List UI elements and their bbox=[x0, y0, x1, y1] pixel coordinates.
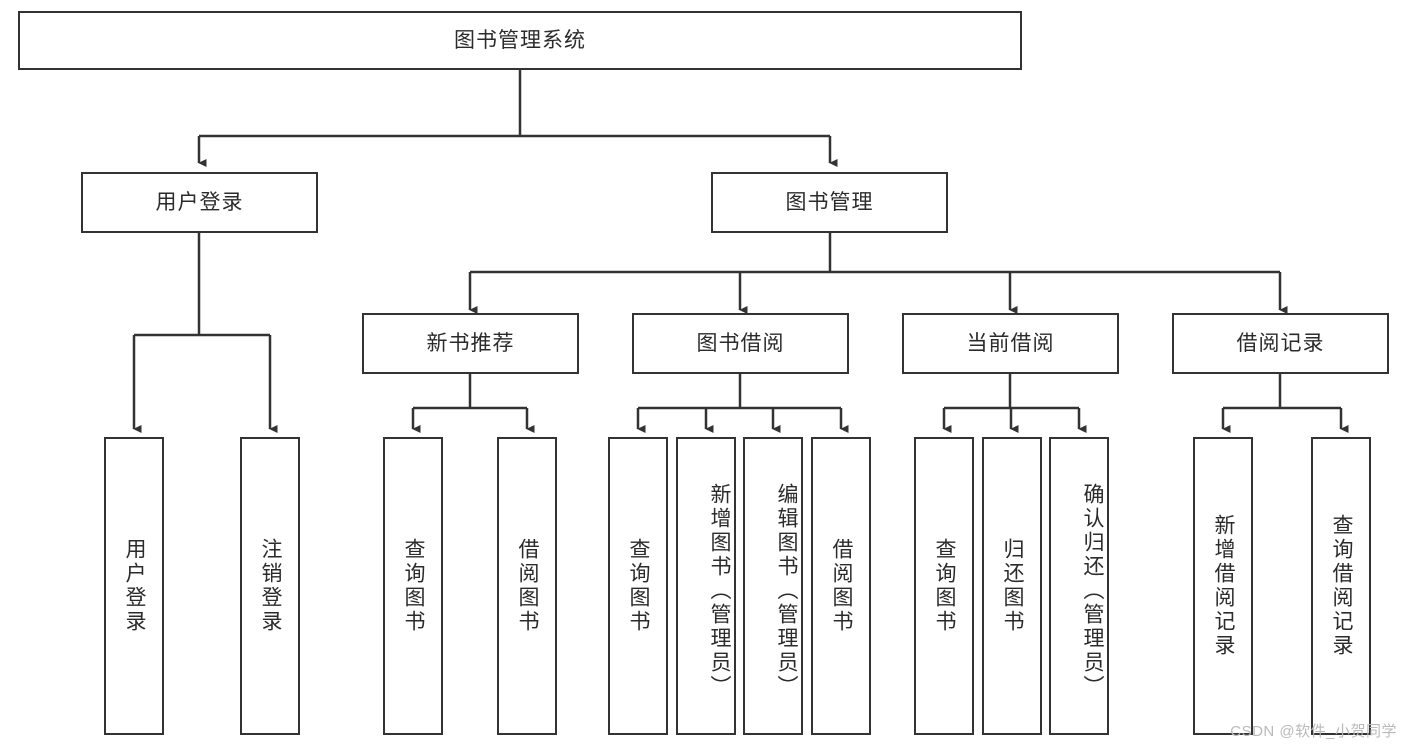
node-book-management[interactable]: 图书管理 bbox=[711, 172, 948, 233]
node-new-book-recommendation[interactable]: 新书推荐 bbox=[362, 313, 579, 374]
node-label: 确认归还（管理员） bbox=[1081, 483, 1104, 699]
node-label: 新增图书（管理员） bbox=[708, 483, 731, 699]
node-user-login[interactable]: 用户登录 bbox=[81, 172, 318, 233]
node-label: 当前借阅 bbox=[966, 331, 1055, 355]
node-label: 归还图书 bbox=[1001, 538, 1024, 634]
node-label: 借阅图书 bbox=[516, 538, 539, 634]
leaf-new-book-query-book[interactable]: 查询图书 bbox=[383, 437, 443, 735]
leaf-current-borrow-query-book[interactable]: 查询图书 bbox=[914, 437, 974, 735]
leaf-book-borrow-borrow-book[interactable]: 借阅图书 bbox=[811, 437, 871, 735]
node-borrowing-record[interactable]: 借阅记录 bbox=[1172, 313, 1389, 374]
node-book-borrowing[interactable]: 图书借阅 bbox=[632, 313, 849, 374]
leaf-book-borrow-add-book-admin[interactable]: 新增图书（管理员） bbox=[676, 437, 736, 735]
csdn-watermark: CSDN @软件_小贺同学 bbox=[1230, 723, 1397, 740]
node-label: 用户登录 bbox=[123, 538, 146, 634]
node-label: 查询图书 bbox=[933, 538, 956, 634]
leaf-new-book-borrow-book[interactable]: 借阅图书 bbox=[497, 437, 557, 735]
node-label: 借阅记录 bbox=[1236, 331, 1325, 355]
leaf-borrow-record-add-record[interactable]: 新增借阅记录 bbox=[1193, 437, 1253, 735]
node-label: 图书管理 bbox=[785, 190, 874, 214]
node-current-borrowing[interactable]: 当前借阅 bbox=[902, 313, 1119, 374]
leaf-current-borrow-confirm-return-admin[interactable]: 确认归还（管理员） bbox=[1049, 437, 1109, 735]
leaf-book-borrow-edit-book-admin[interactable]: 编辑图书（管理员） bbox=[743, 437, 803, 735]
node-label: 查询图书 bbox=[402, 538, 425, 634]
node-label: 编辑图书（管理员） bbox=[775, 483, 798, 699]
node-root-book-management-system[interactable]: 图书管理系统 bbox=[18, 11, 1022, 70]
leaf-user-login-signin[interactable]: 用户登录 bbox=[104, 437, 164, 735]
leaf-current-borrow-return-book[interactable]: 归还图书 bbox=[982, 437, 1042, 735]
leaf-user-login-signout[interactable]: 注销登录 bbox=[240, 437, 300, 735]
node-label: 图书管理系统 bbox=[454, 28, 586, 52]
node-label: 用户登录 bbox=[155, 190, 244, 214]
node-label: 注销登录 bbox=[259, 538, 282, 634]
node-label: 新书推荐 bbox=[426, 331, 515, 355]
node-label: 图书借阅 bbox=[696, 331, 785, 355]
node-label: 借阅图书 bbox=[830, 538, 853, 634]
leaf-borrow-record-query-record[interactable]: 查询借阅记录 bbox=[1311, 437, 1371, 735]
node-label: 查询借阅记录 bbox=[1330, 514, 1353, 658]
leaf-book-borrow-query-book[interactable]: 查询图书 bbox=[608, 437, 668, 735]
node-label: 查询图书 bbox=[627, 538, 650, 634]
node-label: 新增借阅记录 bbox=[1212, 514, 1235, 658]
